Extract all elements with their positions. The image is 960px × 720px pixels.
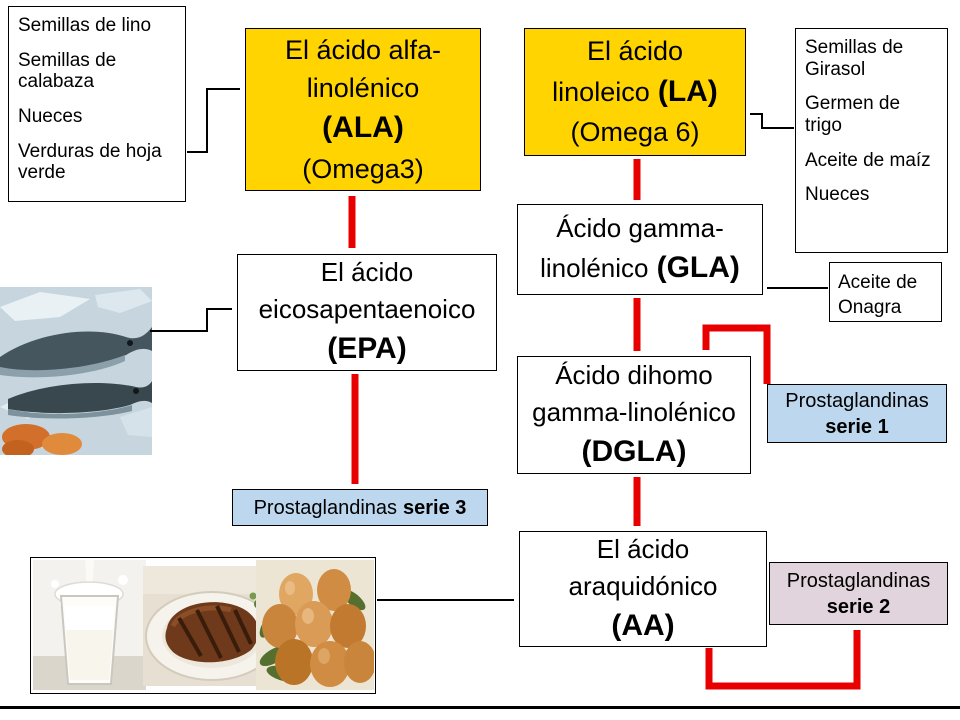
node-la-line2: linoleico(LA) — [552, 71, 718, 114]
slide-bottom-rule — [0, 706, 960, 709]
node-ala: El ácido alfa- linolénico (ALA) (Omega3) — [245, 28, 481, 191]
prostaglandins-serie3-label: Prostaglandinas — [253, 496, 398, 519]
salmon-fish-illustration — [0, 287, 152, 455]
prostaglandins-serie2-number: serie 2 — [826, 595, 891, 618]
prostaglandins-serie1-number: serie 1 — [825, 415, 889, 438]
node-gla-line1: Ácido gamma- — [556, 212, 724, 243]
node-la-acronym: (LA) — [657, 74, 718, 108]
node-aa-line2: araquidónico — [568, 570, 718, 601]
node-ala-line1: El ácido alfa- — [284, 34, 442, 65]
node-la-line1: El ácido — [586, 36, 684, 67]
node-dgla-line2: gamma-linolénico — [532, 396, 736, 427]
arrow-leftsources-to-ala — [187, 88, 240, 153]
node-epa: El ácido eicosapentaenoico (EPA) — [237, 254, 497, 371]
prostaglandins-serie2-box: Prostaglandinas serie 2 — [769, 562, 948, 625]
node-la: El ácido linoleico(LA) (Omega 6) — [524, 28, 746, 156]
eggs-image — [256, 560, 374, 690]
onagra-line1: Aceite de — [838, 272, 918, 293]
onagra-line2: Onagra — [838, 297, 902, 319]
source-item: Verduras de hoja verde — [18, 140, 162, 184]
node-dgla: Ácido dihomo gamma-linolénico (DGLA) — [517, 356, 751, 474]
milk-glass-image — [33, 560, 146, 690]
node-gla-line2: linolénico(GLA) — [540, 247, 740, 290]
prostaglandins-serie1-box: Prostaglandinas serie 1 — [767, 384, 947, 443]
node-gla-line2-text: linolénico — [540, 252, 649, 283]
milk-glass-illustration — [33, 560, 146, 690]
node-la-line3: (Omega 6) — [570, 117, 700, 148]
eggs-illustration — [256, 560, 374, 690]
source-item: Nueces — [18, 105, 83, 127]
source-item: Semillas de calabaza — [18, 49, 117, 93]
node-gla: Ácido gamma- linolénico(GLA) — [517, 204, 763, 295]
node-la-line2-text: linoleico — [552, 76, 650, 107]
source-item: Germen de trigo — [805, 93, 901, 136]
source-item: Semillas de lino — [18, 15, 152, 36]
node-ala-line4: (Omega3) — [302, 153, 424, 184]
salmon-fish-image — [0, 287, 152, 455]
node-gla-acronym: (GLA) — [656, 250, 740, 284]
prostaglandins-serie1-label: Prostaglandinas — [785, 389, 929, 412]
node-epa-line2: eicosapentaenoico — [258, 294, 476, 325]
node-aa: El ácido araquidónico (AA) — [519, 531, 767, 647]
node-aa-line1: El ácido — [596, 533, 690, 564]
arrow-fish-to-epa — [150, 308, 232, 332]
source-item: Nueces — [805, 184, 870, 206]
animal-foods-image-group — [30, 557, 376, 694]
node-dgla-acronym: (DGLA) — [581, 434, 687, 468]
node-ala-acronym: (ALA) — [322, 111, 404, 145]
source-item: Semillas de Girasol — [805, 37, 904, 80]
node-epa-acronym: (EPA) — [327, 332, 407, 366]
node-ala-line2: linolénico — [306, 73, 420, 104]
prostaglandins-serie3-box: Prostaglandinas serie 3 — [232, 489, 488, 526]
source-item: Aceite de maíz — [805, 149, 931, 171]
prostaglandins-serie2-label: Prostaglandinas — [786, 569, 931, 592]
node-dgla-line1: Ácido dihomo — [555, 359, 713, 390]
arrow-rightsources-to-la — [750, 113, 794, 129]
omega6-sources-box: Semillas de Girasol Germen de trigo Acei… — [795, 28, 948, 253]
onagra-source-box: Aceite de Onagra — [829, 262, 942, 322]
omega3-sources-box: Semillas de lino Semillas de calabaza Nu… — [8, 6, 186, 202]
prostaglandins-serie3-number: serie 3 — [403, 496, 467, 519]
node-aa-acronym: (AA) — [611, 608, 675, 642]
node-epa-line1: El ácido — [320, 257, 414, 288]
